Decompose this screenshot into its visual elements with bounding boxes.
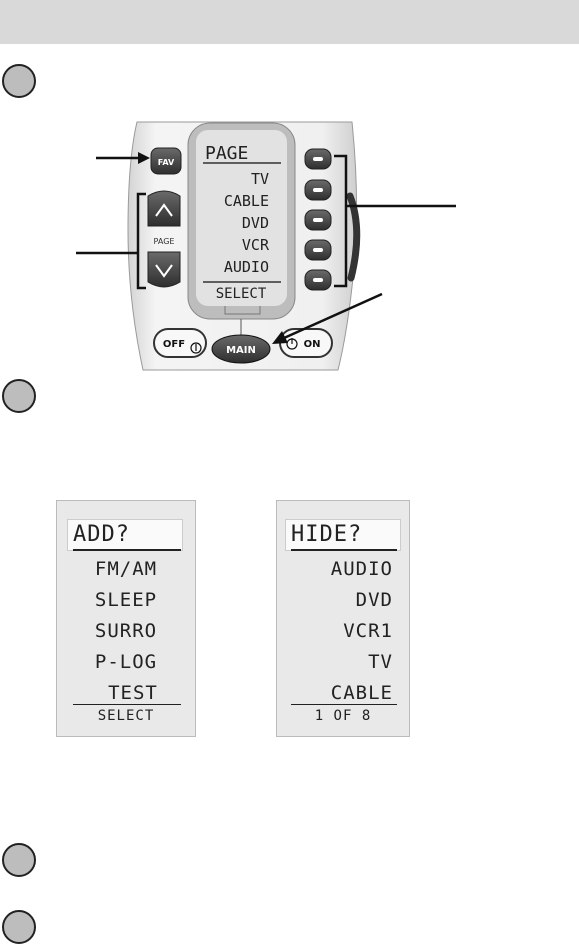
page-bracket — [136, 192, 146, 290]
step-marker-3 — [2, 843, 36, 877]
remote-device-cable[interactable]: CABLE — [224, 192, 269, 210]
hide-item-audio[interactable]: AUDIO — [330, 558, 393, 580]
add-item-p-log[interactable]: P-LOG — [94, 651, 158, 673]
remote-screen-title: PAGE — [205, 143, 248, 164]
hide-screen-footer: 1 OF 8 — [314, 708, 372, 724]
hide-item-dvd[interactable]: DVD — [355, 589, 393, 611]
hide-item-tv[interactable]: TV — [368, 651, 393, 673]
hide-item-vcr1[interactable]: VCR1 — [343, 620, 393, 642]
add-screen-footer: SELECT — [97, 708, 155, 724]
add-item-sleep[interactable]: SLEEP — [94, 589, 158, 611]
remote-select-label: SELECT — [216, 286, 267, 302]
main-label: MAIN — [226, 345, 256, 356]
page-up-button[interactable] — [147, 190, 181, 227]
page-header-bar — [0, 0, 579, 44]
page-down-button[interactable] — [147, 251, 181, 288]
callout-arrows — [76, 152, 456, 344]
hide-title-rule — [291, 549, 397, 551]
remote-screen — [196, 130, 287, 306]
remote-device-vcr[interactable]: VCR — [242, 236, 270, 254]
add-item-surro[interactable]: SURRO — [94, 620, 158, 642]
fav-label: FAV — [158, 158, 175, 167]
step-marker-4 — [2, 910, 36, 944]
hide-screen-title: HIDE? — [291, 522, 363, 547]
hide-item-cable[interactable]: CABLE — [330, 682, 393, 704]
step-marker-1 — [2, 64, 36, 98]
arrow-main — [283, 292, 383, 340]
device-buttons — [304, 148, 332, 291]
fav-button[interactable] — [150, 147, 182, 175]
off-label: OFF — [163, 339, 185, 350]
device-bracket — [334, 154, 348, 288]
add-title-highlight — [67, 519, 183, 551]
main-button[interactable] — [211, 334, 271, 364]
add-item-fm-am[interactable]: FM/AM — [94, 558, 158, 580]
remote-side-grip — [346, 192, 361, 282]
add-title-rule — [73, 549, 181, 551]
step-marker-2 — [2, 379, 36, 413]
on-label: ON — [304, 339, 321, 350]
hide-screen: HIDE? AUDIO DVD VCR1 TV CABLE 1 OF 8 — [276, 500, 410, 737]
off-button[interactable] — [153, 328, 207, 358]
add-item-test[interactable]: TEST — [108, 682, 158, 704]
add-screen-title: ADD? — [73, 522, 130, 547]
remote-device-audio[interactable]: AUDIO — [224, 258, 269, 276]
page-label: PAGE — [154, 237, 175, 246]
chevron-up-icon — [155, 203, 173, 217]
hide-footer-rule — [291, 704, 397, 705]
remote-device-tv[interactable]: TV — [251, 170, 269, 188]
remote-device-dvd[interactable]: DVD — [242, 214, 269, 232]
add-footer-rule — [73, 704, 181, 705]
chevron-down-icon — [155, 264, 173, 278]
add-screen: ADD? FM/AM SLEEP SURRO P-LOG TEST SELECT — [56, 500, 196, 737]
power-off-icon — [190, 342, 202, 354]
